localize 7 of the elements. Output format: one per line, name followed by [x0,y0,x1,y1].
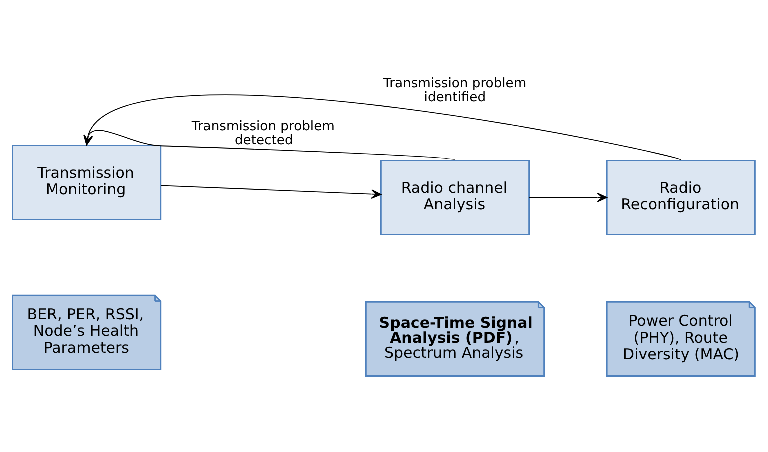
node-box: Radio Reconfiguration [606,159,756,235]
arrow [529,192,608,202]
node-box: Radio channel Analysis [380,159,530,235]
node-box: Transmission Monitoring [12,144,162,220]
edge-label: Transmission problem detected [192,118,335,148]
edge-label: Transmission problem identified [384,76,527,105]
arrow [160,184,382,198]
